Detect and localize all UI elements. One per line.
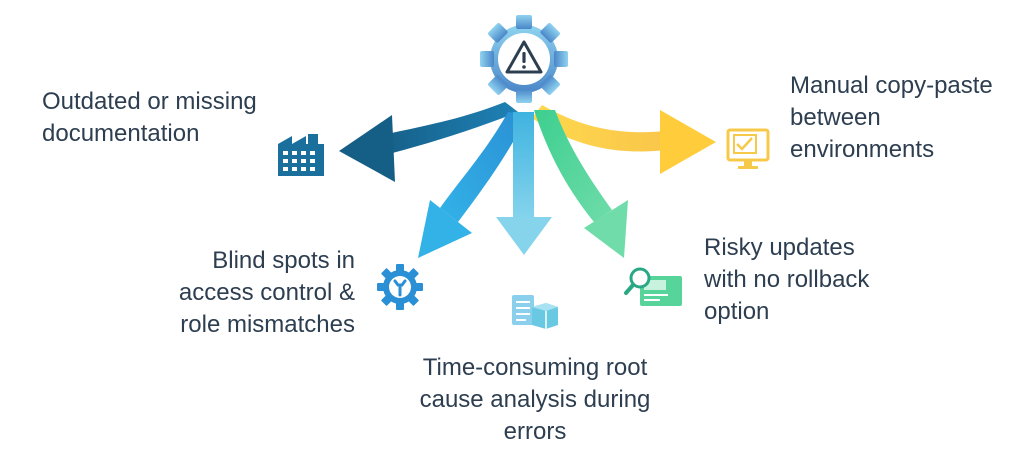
label-root-cause-analysis: Time-consuming root cause analysis durin… xyxy=(419,354,651,445)
gear-wrench-icon xyxy=(377,264,423,310)
monitor-check-icon xyxy=(726,128,770,169)
label-manual-copy-paste: Manual copy-paste between environments xyxy=(790,72,993,163)
arrow-copy xyxy=(532,105,716,174)
gear-warning-icon xyxy=(480,15,568,103)
arrow-docs xyxy=(339,102,518,182)
factory-icon xyxy=(278,134,324,176)
arrow-blind xyxy=(418,112,528,258)
arrow-risky xyxy=(534,110,628,258)
arrow-root xyxy=(496,112,552,255)
label-blind-spots: Blind spots in access control & role mis… xyxy=(178,247,355,338)
document-box-icon xyxy=(512,295,558,329)
label-risky-updates: Risky updates with no rollback option xyxy=(704,234,870,325)
search-card-icon xyxy=(624,267,682,306)
label-outdated-documentation: Outdated or missing documentation xyxy=(42,88,257,147)
